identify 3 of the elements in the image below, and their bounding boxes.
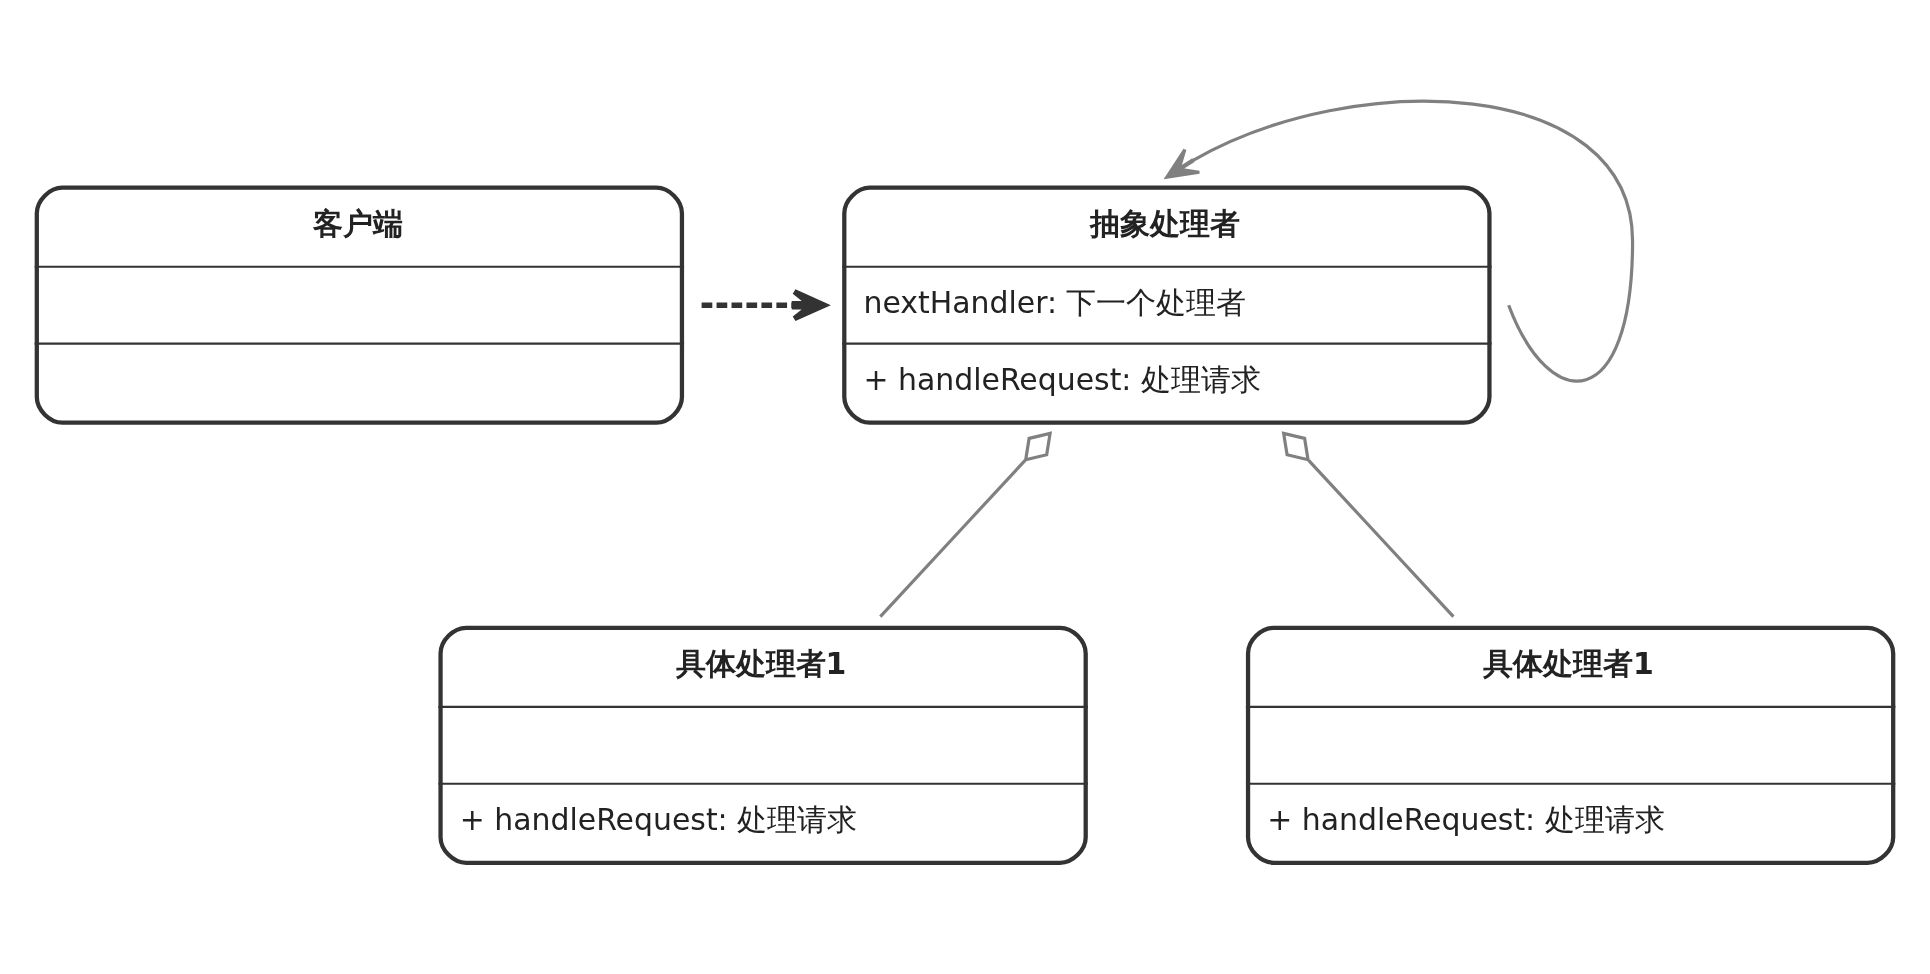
connector: [1281, 431, 1455, 618]
arrow: [1165, 99, 1635, 382]
connector: [879, 431, 1053, 618]
